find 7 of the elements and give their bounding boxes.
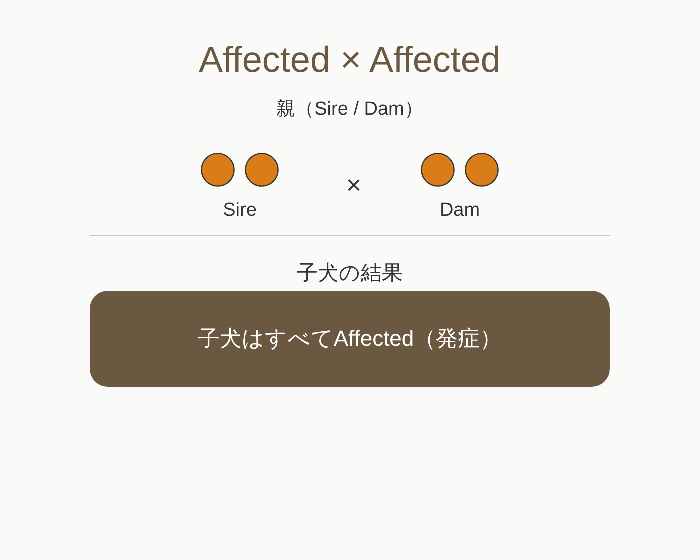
parents-label: 親（Sire / Dam）: [276, 98, 424, 122]
sire-label: Sire: [223, 199, 257, 223]
cross-symbol: ×: [346, 169, 362, 202]
section-heading: 子犬の結果: [297, 261, 403, 287]
dam-label: Dam: [440, 199, 480, 223]
result-text: 子犬はすべてAffected（発症）: [198, 325, 502, 353]
diagram-title: Affected × Affected: [199, 38, 501, 82]
